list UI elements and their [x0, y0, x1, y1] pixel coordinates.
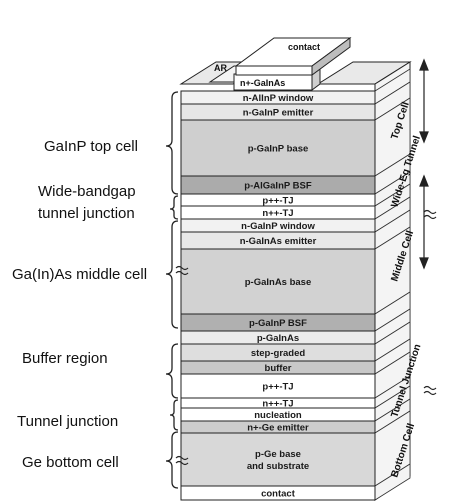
brace-bottom-cell	[165, 431, 179, 489]
layer-label-8: p-GaInAs base	[245, 277, 312, 288]
break-markers	[175, 209, 437, 466]
layer-label-18: contact	[261, 489, 296, 500]
layer-stack: n-AlInP window n-GaInP emitter p-GaInP bas…	[180, 90, 376, 501]
right-arrows	[419, 58, 429, 270]
layer-label-0: n-AlInP window	[243, 93, 314, 104]
layer-label-16: n+-Ge emitter	[247, 423, 309, 434]
layer-label-13: p++-TJ	[262, 382, 293, 393]
top-contact-front	[235, 65, 313, 76]
label-wide-bandgap: Wide-bandgap	[38, 183, 136, 200]
layer-label-3: p-AlGaInP BSF	[244, 181, 312, 192]
layer-label-1: n-GaInP emitter	[243, 108, 314, 119]
layer-label-11: step-graded	[251, 348, 306, 359]
label-buffer-region: Buffer region	[22, 350, 108, 367]
layer-13	[180, 373, 376, 399]
layer-label-6: n-GaInP window	[241, 221, 315, 232]
label-tunnel-junction-wide: tunnel junction	[38, 205, 135, 222]
layer-label-15: nucleation	[254, 410, 302, 421]
ar-label: AR	[214, 63, 227, 73]
label-tunnel-junction: Tunnel junction	[17, 413, 118, 430]
layer-18	[180, 485, 376, 501]
layer-label-12: buffer	[265, 363, 292, 374]
brace-middle-cell	[165, 220, 179, 329]
brace-tunnel-wide	[169, 195, 179, 220]
layer-label-17-0: p-Ge base	[255, 449, 301, 460]
brace-buffer	[165, 343, 179, 399]
layer-label-7: n-GaInAs emitter	[240, 236, 317, 247]
layer-8	[180, 248, 376, 315]
brace-top-cell	[165, 91, 179, 195]
cap-label: n+-GaInAs	[240, 78, 285, 88]
layer-label-17-1: and substrate	[247, 461, 309, 472]
layer-2	[180, 119, 376, 177]
label-bottom-cell: Ge bottom cell	[22, 454, 119, 471]
layer-label-14: n++-TJ	[262, 399, 293, 410]
layer-label-5: n++-TJ	[262, 208, 293, 219]
label-top-cell: GaInP top cell	[44, 138, 138, 155]
brace-tunnel	[169, 399, 179, 431]
layer-label-2: p-GaInP base	[248, 144, 309, 155]
top-contact-side	[311, 37, 351, 76]
label-middle-cell: Ga(In)As middle cell	[12, 266, 147, 283]
left-braces	[165, 91, 179, 489]
layer-label-4: p++-TJ	[262, 196, 293, 207]
layer-label-10: p-GaInAs	[257, 333, 299, 344]
layer-17	[180, 432, 376, 487]
top-contact-label: contact	[288, 42, 320, 52]
layer-label-9: p-GaInP BSF	[249, 318, 307, 329]
